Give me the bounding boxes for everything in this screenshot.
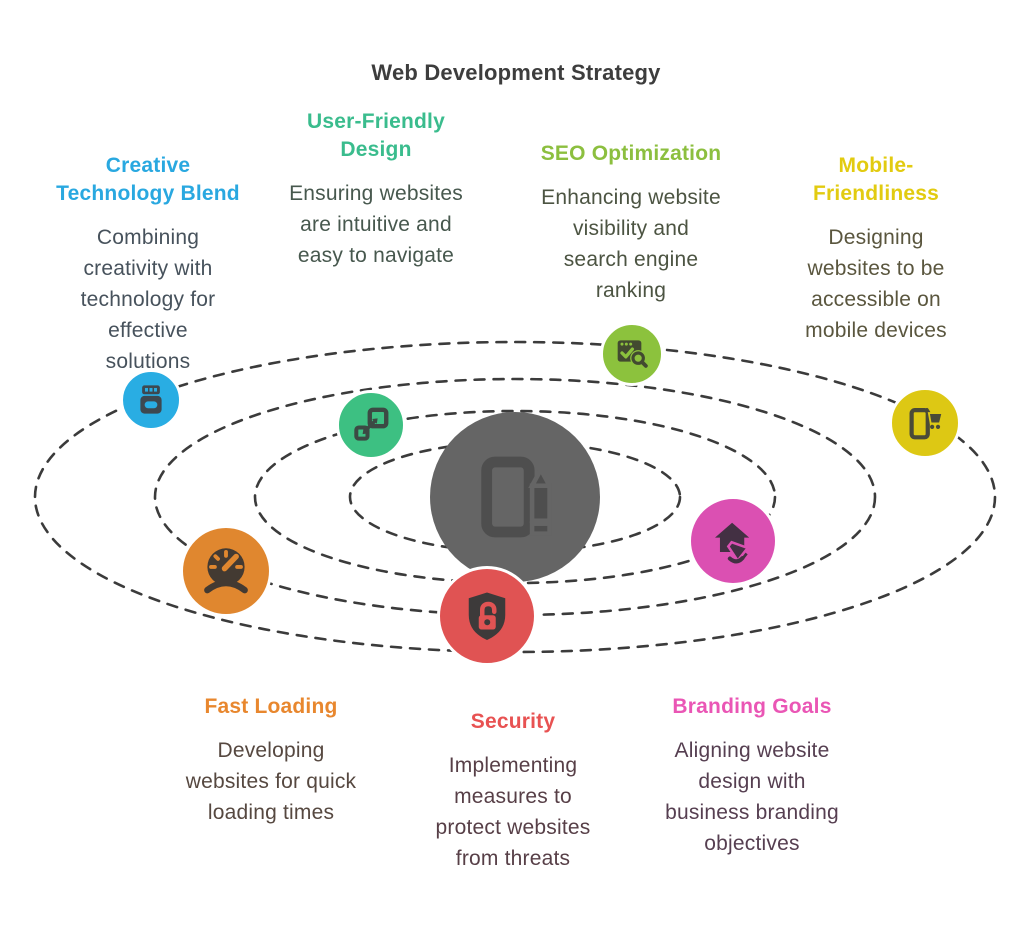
item-creative-technology-blend: Creative Technology Blend Combining crea… <box>28 152 268 377</box>
ink-bottle-icon <box>140 385 162 414</box>
item-mobile-friendliness: Mobile- Friendliness Designing websites … <box>761 152 991 346</box>
speedometer-icon <box>204 548 248 594</box>
expand-arrows-icon <box>354 407 389 441</box>
item-heading: Security <box>470 710 556 733</box>
item-heading: Fast Loading <box>204 695 338 718</box>
item-heading: User-Friendly Design <box>307 110 445 161</box>
shield-lock-icon <box>468 592 506 640</box>
creative-technology-blend-node <box>120 369 182 431</box>
tablet-pencil-icon <box>481 456 554 538</box>
item-description: Combining creativity with technology for… <box>80 226 216 373</box>
item-description: Developing websites for quick loading ti… <box>185 739 357 824</box>
page-title: Web Development Strategy <box>371 60 661 85</box>
house-megaphone-icon <box>715 522 752 564</box>
mobile-cart-icon <box>909 407 944 440</box>
center-node-web-development <box>430 412 600 582</box>
user-friendly-design-node <box>336 390 406 460</box>
item-heading: SEO Optimization <box>540 142 722 165</box>
item-branding-goals: Branding Goals Aligning website design w… <box>627 693 877 859</box>
item-user-friendly-design: User-Friendly Design Ensuring websites a… <box>251 108 501 271</box>
security-node <box>437 566 537 666</box>
item-heading: Creative Technology Blend <box>56 154 240 205</box>
item-fast-loading: Fast Loading Developing websites for qui… <box>146 693 396 828</box>
item-description: Implementing measures to protect website… <box>435 754 591 870</box>
fast-loading-node <box>180 525 272 617</box>
item-description: Aligning website design with business br… <box>665 739 839 855</box>
item-seo-optimization: SEO Optimization Enhancing website visib… <box>506 140 756 306</box>
branding-goals-node <box>688 496 778 586</box>
mobile-friendliness-node <box>889 387 961 459</box>
browser-search-icon <box>617 340 648 368</box>
item-heading: Branding Goals <box>672 695 832 718</box>
item-description: Enhancing website visibility and search … <box>541 186 721 302</box>
item-heading: Mobile- Friendliness <box>812 154 940 205</box>
item-security: Security Implementing measures to protec… <box>388 708 638 874</box>
item-description: Ensuring websites are intuitive and easy… <box>289 182 463 267</box>
seo-optimization-node <box>600 322 664 386</box>
item-description: Designing websites to be accessible on m… <box>805 226 947 342</box>
